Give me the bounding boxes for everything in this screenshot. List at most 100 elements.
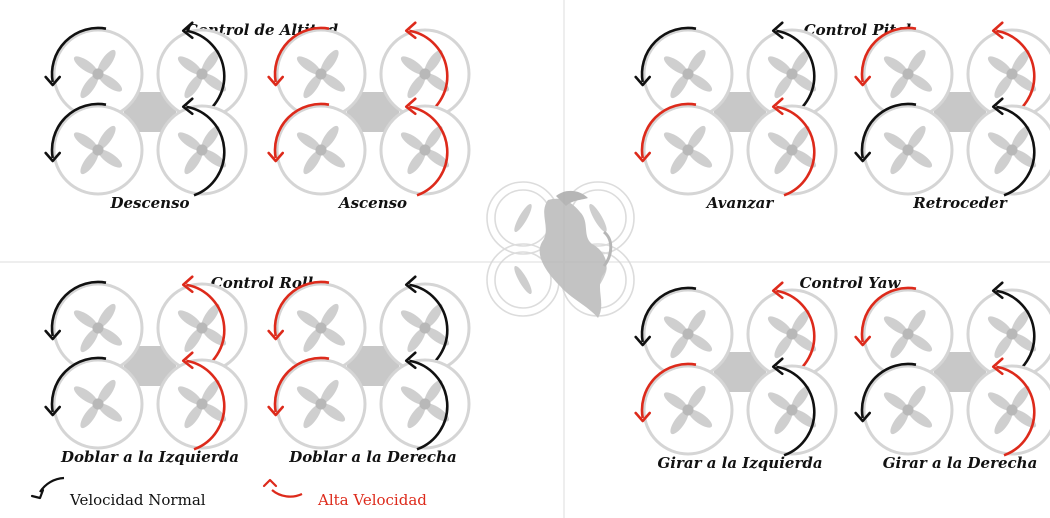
arrow-head-icon	[181, 21, 194, 40]
rotor-normal-speed	[966, 97, 1050, 197]
quad-caption: Girar a la Izquierda	[657, 454, 822, 472]
arrow-head-icon	[771, 21, 784, 40]
arrow-head-icon	[181, 351, 194, 370]
rotor-normal-speed	[156, 97, 248, 197]
rotation-arrow-icon	[50, 280, 107, 337]
rotor-normal-speed	[379, 351, 471, 451]
rotation-arrow-icon	[50, 26, 107, 83]
arrow-head-icon	[991, 21, 1004, 40]
arrow-head-icon	[404, 351, 417, 370]
arrow-head-icon	[771, 281, 784, 300]
rotor-normal-speed	[634, 26, 734, 120]
rotor-high-speed	[634, 102, 734, 196]
rotor-normal-speed	[854, 362, 954, 456]
rotor-high-speed	[267, 26, 367, 120]
arrow-head-icon	[634, 151, 651, 163]
legend-normal-arrow-icon	[30, 476, 65, 500]
section-title: Control Yaw	[800, 274, 902, 292]
rotation-arrow-icon	[776, 105, 816, 197]
rotor-high-speed	[267, 102, 367, 196]
rotor-normal-speed	[746, 21, 838, 121]
rotor-high-speed	[379, 97, 471, 197]
rotation-arrow-icon	[996, 105, 1036, 197]
arrow-head-icon	[267, 405, 284, 417]
rotation-arrow-icon	[640, 26, 697, 83]
arrow-head-icon	[854, 335, 871, 347]
rotation-arrow-icon	[409, 359, 449, 451]
quad-caption: Girar a la Derecha	[883, 454, 1038, 472]
arrow-head-icon	[404, 97, 417, 116]
arrow-head-icon	[771, 97, 784, 116]
rotation-arrow-icon	[186, 105, 226, 197]
quadcopter: Doblar a la Derecha	[267, 275, 471, 466]
rotation-arrow-icon	[50, 102, 107, 159]
quad-caption: Doblar a la Izquierda	[60, 448, 239, 466]
arrow-head-icon	[634, 75, 651, 87]
rotor-high-speed	[267, 356, 367, 450]
arrow-head-icon	[404, 21, 417, 40]
rotation-arrow-icon	[409, 105, 449, 197]
quadcopter: Ascenso	[267, 21, 471, 212]
quadcopter-dragon-logo	[486, 181, 635, 318]
quadcopter: Retroceder	[854, 21, 1050, 212]
legend-normal-label: Velocidad Normal	[69, 491, 206, 509]
quadcopter: Avanzar	[634, 21, 838, 212]
arrow-head-icon	[634, 411, 651, 423]
quad-caption: Descenso	[109, 194, 189, 212]
arrow-head-icon	[854, 151, 871, 163]
quad-caption: Retroceder	[912, 194, 1008, 212]
arrow-head-icon	[991, 97, 1004, 116]
arrow-head-icon	[44, 329, 61, 341]
rotation-arrow-icon	[273, 280, 330, 337]
arrow-head-icon	[991, 357, 1004, 376]
rotor-normal-speed	[746, 357, 838, 457]
quad-caption: Avanzar	[705, 194, 775, 212]
rotation-arrow-icon	[640, 102, 697, 159]
legend-high-arrow-icon	[262, 478, 303, 498]
legend: Velocidad Normal Alta Velocidad	[30, 476, 427, 509]
arrow-head-icon	[181, 97, 194, 116]
quadcopter: Descenso	[44, 21, 248, 212]
arrow-head-icon	[771, 357, 784, 376]
arrow-head-icon	[44, 405, 61, 417]
rotor-normal-speed	[44, 102, 144, 196]
arrow-head-icon	[854, 75, 871, 87]
rotation-arrow-icon	[776, 365, 816, 457]
rotation-arrow-icon	[273, 356, 330, 413]
quadcopter: Doblar a la Izquierda	[44, 275, 248, 466]
arrow-head-icon	[854, 411, 871, 423]
rotor-normal-speed	[44, 356, 144, 450]
quad-caption: Ascenso	[337, 194, 407, 212]
legend-high-label: Alta Velocidad	[317, 491, 427, 509]
rotation-arrow-icon	[50, 356, 107, 413]
arrow-head-icon	[267, 75, 284, 87]
rotation-arrow-icon	[860, 362, 917, 419]
rotation-arrow-icon	[860, 26, 917, 83]
quadcopter: Girar a la Izquierda	[634, 281, 838, 472]
arrow-head-icon	[634, 335, 651, 347]
rotor-high-speed	[634, 362, 734, 456]
arrow-head-icon	[267, 151, 284, 163]
rotor-high-speed	[746, 97, 838, 197]
arrow-head-icon	[404, 275, 417, 294]
arrow-head-icon	[267, 329, 284, 341]
rotor-high-speed	[966, 357, 1050, 457]
rotation-arrow-icon	[273, 26, 330, 83]
rotor-high-speed	[746, 281, 838, 381]
rotor-normal-speed	[854, 102, 954, 196]
arrow-head-icon	[44, 75, 61, 87]
rotation-arrow-icon	[640, 286, 697, 343]
arrow-head-icon	[181, 275, 194, 294]
rotation-arrow-icon	[273, 102, 330, 159]
quad-caption: Doblar a la Derecha	[288, 448, 456, 466]
section-title: Control Roll	[211, 274, 314, 292]
rotor-high-speed	[156, 351, 248, 451]
rotor-high-speed	[267, 280, 367, 374]
arrow-head-icon	[44, 151, 61, 163]
rotation-arrow-icon	[186, 359, 226, 451]
